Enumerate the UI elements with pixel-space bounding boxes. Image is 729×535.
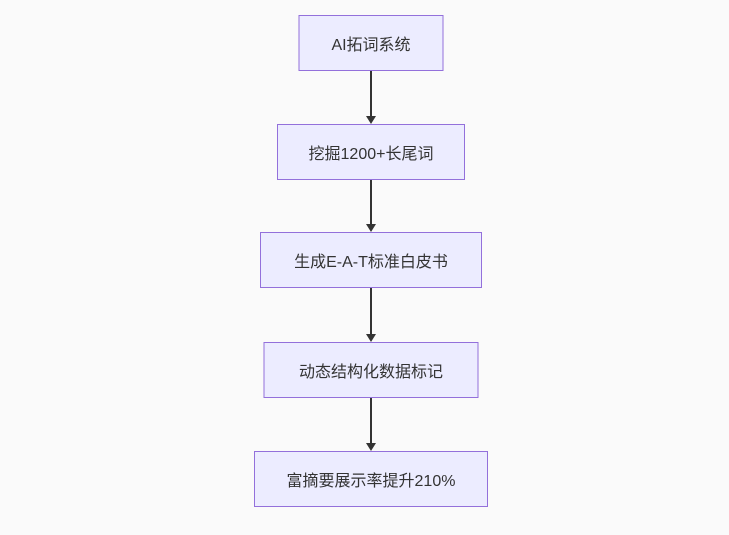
node-label: 挖掘1200+长尾词 bbox=[308, 146, 434, 163]
flow-arrow-3 bbox=[366, 288, 376, 342]
arrow-line bbox=[370, 398, 372, 443]
arrowhead-down-icon bbox=[366, 443, 376, 451]
flow-arrow-4 bbox=[366, 398, 376, 451]
node-label: 富摘要展示率提升210% bbox=[286, 473, 456, 490]
node-label: 生成E-A-T标准白皮书 bbox=[294, 254, 448, 271]
arrow-line bbox=[370, 71, 372, 116]
flow-arrow-1 bbox=[366, 71, 376, 124]
flowchart-node-ai-word-expansion-system: AI拓词系统 bbox=[298, 15, 444, 71]
flowchart-node-dynamic-structured-data-markup: 动态结构化数据标记 bbox=[263, 342, 479, 398]
flowchart-node-rich-snippet-rate-increase: 富摘要展示率提升210% bbox=[254, 451, 488, 507]
arrow-line bbox=[370, 180, 372, 224]
flowchart-node-longtail-keyword-mining: 挖掘1200+长尾词 bbox=[277, 124, 465, 180]
arrowhead-down-icon bbox=[366, 116, 376, 124]
arrowhead-down-icon bbox=[366, 224, 376, 232]
arrowhead-down-icon bbox=[366, 334, 376, 342]
flow-arrow-2 bbox=[366, 180, 376, 232]
node-label: AI拓词系统 bbox=[331, 37, 411, 54]
flowchart-node-eat-whitepaper-generation: 生成E-A-T标准白皮书 bbox=[260, 232, 482, 288]
arrow-line bbox=[370, 288, 372, 334]
node-label: 动态结构化数据标记 bbox=[298, 364, 443, 381]
